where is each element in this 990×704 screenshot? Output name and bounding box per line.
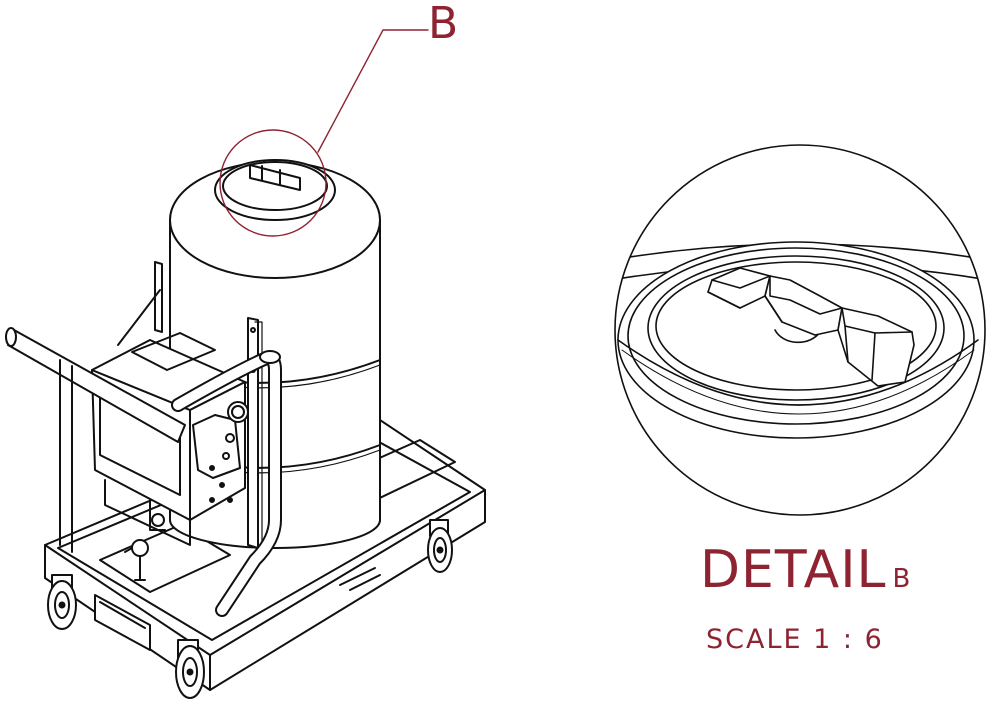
callout-label: B: [428, 0, 459, 49]
detail-scale: SCALE 1 : 6: [706, 624, 884, 655]
hose: [171, 350, 282, 617]
caster-front-left: [47, 574, 77, 630]
caster-front-right: [175, 639, 205, 699]
detail-id: B: [892, 564, 911, 594]
caster-rear-right: [427, 519, 453, 573]
callout-b: [219, 29, 429, 237]
detail-b-view: [614, 144, 986, 516]
callout-circle: [219, 129, 327, 237]
valve: [124, 499, 166, 581]
push-handle: [5, 327, 186, 553]
tank-brackets: [117, 261, 263, 549]
lid-handle-detail: [707, 267, 915, 387]
detail-title-text: DETAIL: [700, 540, 887, 600]
main-assembly-view: [5, 159, 486, 699]
callout-leader: [317, 29, 429, 153]
